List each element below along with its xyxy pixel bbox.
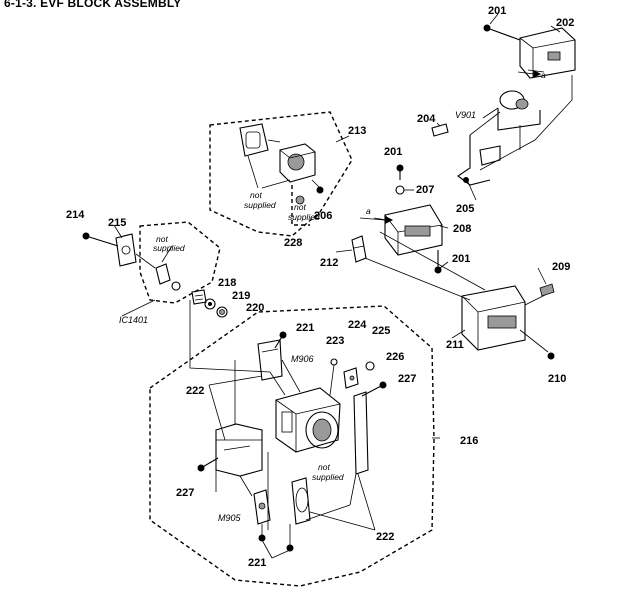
callout-206: 206 — [314, 210, 332, 222]
screw-221b — [258, 524, 294, 552]
callout-207: 207 — [416, 184, 434, 196]
callout-201a: 201 — [488, 5, 506, 17]
callout-201b: 201 — [384, 146, 402, 158]
connector-211-to-210 — [519, 329, 549, 353]
part-m906 — [257, 339, 301, 393]
callout-221a: 221 — [296, 322, 314, 334]
callout-213: 213 — [348, 125, 366, 137]
not-supplied-4-line1: not — [318, 462, 330, 472]
label-arrow-a2: a — [366, 206, 371, 216]
callout-205: 205 — [456, 203, 474, 215]
not-supplied-1-line1: not — [250, 190, 262, 200]
part-m905 — [253, 489, 271, 525]
callout-202: 202 — [556, 17, 574, 29]
not-supplied-3-line2: supplied — [153, 243, 185, 253]
screw-201c — [434, 250, 442, 274]
group-216-outline — [149, 305, 435, 587]
callout-210: 210 — [548, 373, 566, 385]
part-222-bracket-right — [291, 391, 369, 525]
part-222-bracket-left — [215, 423, 263, 497]
screw-214 — [82, 232, 119, 247]
part-212-clip — [351, 235, 367, 263]
callout-201c: 201 — [452, 253, 470, 265]
part-202-bracket — [519, 27, 576, 79]
callout-223: 223 — [326, 335, 344, 347]
group-ic1401-outline — [139, 221, 221, 304]
not-supplied-2-line2: supplied — [288, 212, 320, 222]
screw-227b — [197, 457, 219, 472]
callout-226: 226 — [386, 351, 404, 363]
part-207-washer — [395, 185, 414, 195]
part-218 — [191, 289, 207, 305]
callout-221b: 221 — [248, 557, 266, 569]
group-213-outline — [209, 111, 353, 237]
not-supplied-3-line1: not — [156, 234, 168, 244]
part-228-washer — [291, 185, 310, 226]
part-220 — [216, 306, 228, 318]
callout-215: 215 — [108, 217, 126, 229]
not-supplied-leader-1 — [247, 155, 259, 189]
callout-204: 204 — [417, 113, 436, 125]
part-206-screw — [311, 179, 324, 194]
part-211-holder — [461, 285, 546, 351]
part-223 — [329, 358, 338, 396]
not-supplied-leader-1b — [261, 179, 291, 189]
callout-222a: 222 — [186, 385, 204, 397]
screw-227a — [361, 381, 387, 397]
connector-212-to-211 — [364, 257, 471, 301]
not-supplied-2-line1: not — [294, 202, 306, 212]
callout-228: 228 — [284, 237, 302, 249]
screw-221a — [274, 331, 287, 349]
part-213-eyecup — [239, 123, 281, 157]
part-213-lens — [279, 143, 316, 183]
part-215-bracket — [115, 233, 156, 269]
callout-227a: 227 — [398, 373, 416, 385]
part-ic1401 — [155, 245, 181, 291]
part-208-hinge — [359, 204, 443, 256]
part-216-evf-unit — [275, 387, 341, 453]
arrow-a2 — [373, 216, 394, 224]
callout-216: 216 — [460, 435, 478, 447]
screw-201a — [483, 24, 521, 41]
leader-lines — [113, 13, 561, 559]
connector-208-to-211 — [379, 231, 486, 291]
screw-210 — [547, 352, 555, 360]
part-224-225 — [343, 367, 359, 389]
part-204 — [431, 123, 449, 137]
part-v901-assembly — [469, 90, 541, 150]
callout-222b: 222 — [376, 531, 394, 543]
part-219 — [204, 298, 216, 310]
part-226 — [365, 361, 375, 371]
arrow-a1 — [517, 70, 542, 78]
label-m906: M906 — [291, 354, 314, 364]
connector-flex-to-216 — [189, 300, 286, 396]
callout-224: 224 — [348, 319, 367, 331]
callout-214: 214 — [66, 209, 85, 221]
label-m905: M905 — [218, 513, 242, 523]
callout-218: 218 — [218, 277, 236, 289]
callout-211: 211 — [446, 339, 464, 351]
callout-219: 219 — [232, 290, 250, 302]
label-v901: V901 — [455, 110, 476, 120]
not-supplied-4-line2: supplied — [312, 472, 344, 482]
connector-202-to-208 — [479, 75, 573, 171]
label-arrow-a1: a — [541, 70, 546, 80]
part-205-bracket — [457, 135, 501, 186]
callout-209: 209 — [552, 261, 570, 273]
screw-201b — [396, 164, 404, 180]
callout-225: 225 — [372, 325, 390, 337]
callout-220: 220 — [246, 302, 264, 314]
callout-227b: 227 — [176, 487, 194, 499]
page-title: 6-1-3. EVF BLOCK ASSEMBLY — [4, 0, 182, 10]
part-209 — [539, 283, 555, 297]
callout-212: 212 — [320, 257, 338, 269]
callout-208: 208 — [453, 223, 471, 235]
label-ic1401: IC1401 — [119, 315, 148, 325]
not-supplied-1-line2: supplied — [244, 200, 276, 210]
